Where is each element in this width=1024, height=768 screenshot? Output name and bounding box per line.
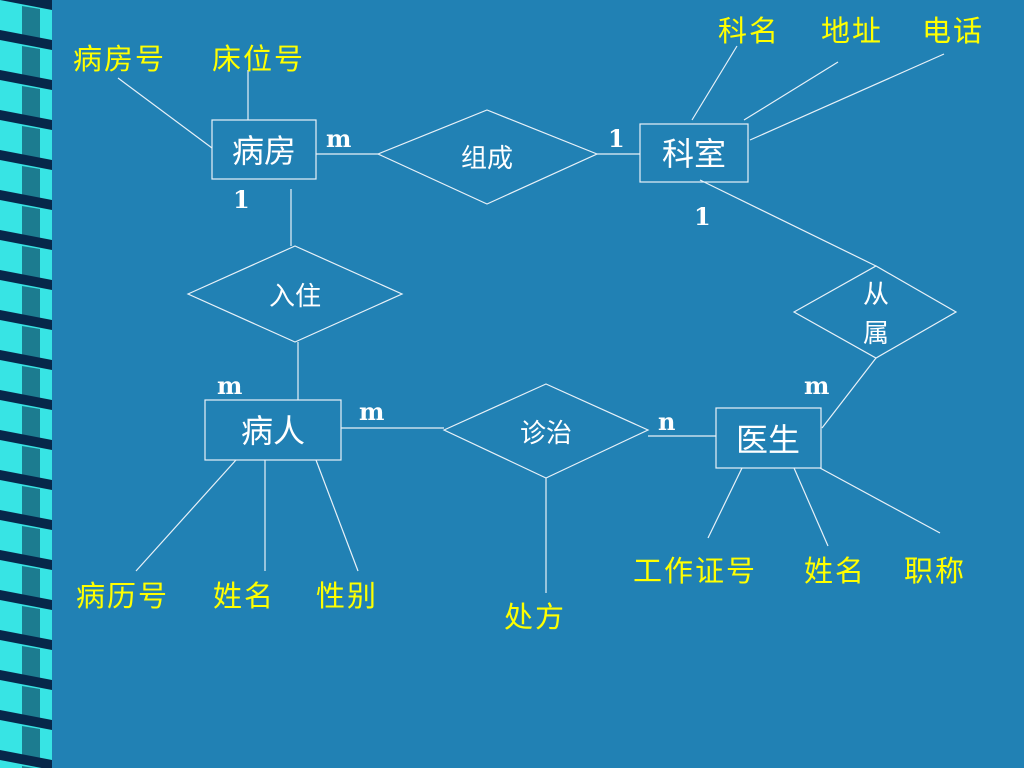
edge-department-belongs (699, 179, 877, 267)
stripe-shadow (22, 726, 40, 762)
entities: 病房 科室 病人 医生 (204, 119, 822, 469)
stripe-shadow (22, 366, 40, 402)
card-department-belongs: 1 (694, 202, 711, 231)
relation-belongs-label-line1: 从 (863, 280, 889, 310)
edge-department-address (743, 61, 839, 121)
cardinalities: m 1 1 1 m m m n (217, 124, 829, 436)
edge-doctor-name (793, 467, 829, 547)
edge-patient-gender (315, 459, 359, 572)
stripe-shadow (22, 206, 40, 242)
entity-ward: 病房 (211, 119, 317, 180)
stripe-edge (52, 0, 54, 768)
relation-composes: 组成 (376, 109, 599, 205)
attr-treats-prescription: 处方 (504, 600, 566, 634)
entity-patient-label: 病人 (241, 412, 305, 450)
relation-admitted-diamond (186, 245, 404, 343)
entity-patient: 病人 (204, 399, 342, 461)
attr-department-name: 科名 (718, 14, 780, 48)
edge-department-phone (749, 53, 945, 141)
stripe-shadow (22, 566, 40, 602)
attr-department-phone: 电话 (922, 14, 984, 48)
stripe-shadow (22, 446, 40, 482)
stripe-shadow (31, 0, 40, 2)
entity-doctor-box (715, 407, 822, 469)
stripe-shadow (22, 86, 40, 122)
stripe-shadow (22, 126, 40, 162)
relation-belongs: 从 属 (792, 265, 958, 359)
edge-doctor-idno (707, 467, 743, 539)
relationships: 组成 入住 从 属 诊治 (186, 109, 958, 479)
relation-composes-label: 组成 (461, 144, 513, 174)
card-ward-composes: m (326, 124, 351, 153)
card-doctor-treats: n (658, 407, 675, 436)
stripe-shadow (22, 486, 40, 522)
relation-belongs-label-line2: 属 (863, 319, 889, 349)
card-doctor-belongs: m (804, 371, 829, 400)
edge-department-name (691, 45, 738, 121)
attr-ward-roomno: 病房号 (73, 42, 166, 76)
card-patient-treats: m (359, 397, 384, 426)
card-ward-admitted: 1 (233, 185, 250, 214)
card-department-composes: 1 (608, 124, 625, 153)
entity-department-box (639, 123, 749, 183)
attr-patient-name: 姓名 (213, 579, 275, 613)
card-patient-admitted: m (217, 371, 242, 400)
stripe-shadow (22, 406, 40, 442)
attr-doctor-idno: 工作证号 (633, 554, 757, 588)
relation-admitted-label: 入住 (269, 282, 321, 312)
entity-department-label: 科室 (662, 135, 726, 173)
relation-admitted: 入住 (186, 245, 404, 343)
stripe-band (0, 760, 42, 768)
stripe-shadow (22, 526, 40, 562)
attr-ward-bedno: 床位号 (212, 42, 305, 76)
attr-patient-gender: 性别 (316, 579, 378, 613)
stripe-shadow (22, 606, 40, 642)
entity-patient-box (204, 399, 342, 461)
attr-doctor-name: 姓名 (804, 554, 866, 588)
stripe-shadow (22, 46, 40, 82)
attr-patient-recordno: 病历号 (76, 579, 169, 613)
edge-belongs-doctor (821, 357, 877, 429)
entity-department: 科室 (639, 123, 749, 183)
stripe-shadow (22, 326, 40, 362)
relation-composes-diamond (376, 109, 599, 205)
relation-treats: 诊治 (442, 383, 650, 479)
relation-treats-label: 诊治 (520, 419, 572, 449)
entity-doctor-label: 医生 (736, 421, 800, 459)
stripe-shadow (22, 686, 40, 722)
edge-doctor-title (819, 467, 941, 534)
entity-ward-box (211, 119, 317, 180)
edge-ward-roomno (117, 77, 213, 149)
attr-department-address: 地址 (821, 14, 883, 48)
left-stripe-border (0, 0, 54, 768)
edges (117, 45, 945, 593)
attr-doctor-title: 职称 (904, 554, 966, 588)
edge-patient-recordno (135, 459, 237, 572)
entity-ward-label: 病房 (232, 132, 296, 170)
relation-treats-diamond (442, 383, 650, 479)
stripe-shadow (22, 286, 40, 322)
entity-doctor: 医生 (715, 407, 822, 469)
stripe-shadow (22, 646, 40, 682)
attributes: 病房号 床位号 科名 地址 电话 病历号 姓名 性别 工作证号 姓名 职称 处方 (73, 14, 984, 634)
stripe-shadow (22, 6, 40, 42)
stripe-shadow (22, 166, 40, 202)
stripe-shadow (22, 246, 40, 282)
relation-belongs-diamond (792, 265, 958, 359)
